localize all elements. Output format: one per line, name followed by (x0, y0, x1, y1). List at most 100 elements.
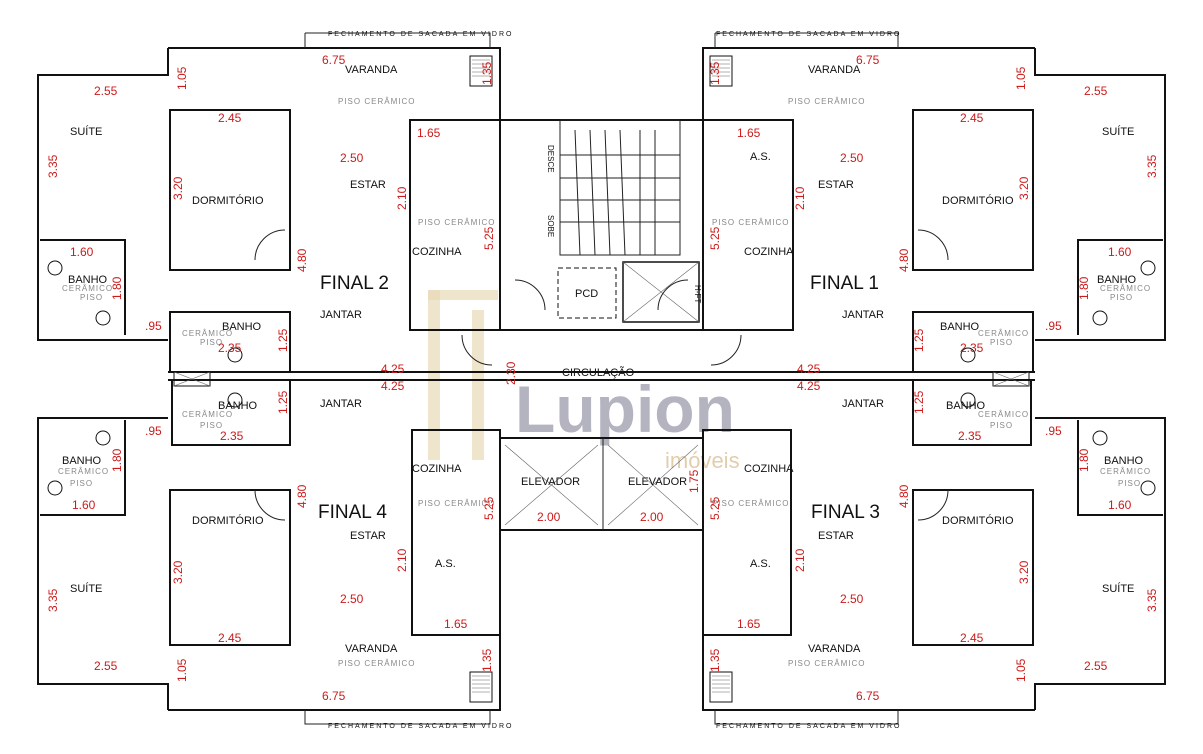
dim-suite-width-tl: 2.55 (94, 84, 118, 98)
dim-corridor-bl: .95 (145, 424, 162, 438)
room-suite-tl: SUÍTE (70, 125, 102, 138)
dim-cozinha-depth-tr: 5.25 (708, 226, 722, 250)
piso-br: PISO CERÂMICO (788, 659, 865, 668)
room-suite-br: SUÍTE (1102, 582, 1134, 595)
room-as-bl: A.S. (435, 558, 456, 570)
dim-dorm-depth-bl: 3.20 (171, 560, 185, 584)
dim-estar-depth-tr: 2.10 (793, 186, 807, 210)
dim-social-depth-br: 1.25 (912, 390, 926, 414)
dim-dorm-depth-tr: 3.20 (1017, 176, 1031, 200)
dim-suite-depth-bl: 3.35 (46, 588, 60, 612)
dim-living-depth-tr: 4.80 (897, 248, 911, 272)
piso-tl: PISO CERÂMICO (338, 97, 415, 106)
dim-social-width-bl: 2.35 (220, 429, 244, 443)
dim-jantar-width-tl: 4.25 (381, 362, 405, 376)
dim-dorm-depth-tl: 3.20 (171, 176, 185, 200)
dim-dorm-depth-br: 3.20 (1017, 560, 1031, 584)
room-banho-suite-br: BANHO (1104, 455, 1144, 467)
room-pcd: PCD (575, 288, 598, 300)
dim-social-depth-tl: 1.25 (276, 328, 290, 352)
watermark-brand: Lupion (515, 372, 735, 446)
dim-estar-depth-bl: 2.10 (395, 548, 409, 572)
dim-varanda-width-bl: 6.75 (322, 689, 346, 703)
dim-varanda-width-tl: 6.75 (322, 53, 346, 67)
unit-title-final-3: FINAL 3 (811, 502, 880, 523)
room-estar-tr: ESTAR (818, 179, 854, 191)
dim-estar-depth-br: 2.10 (793, 548, 807, 572)
dim-suite-depth-tl: 3.35 (46, 154, 60, 178)
dim-as-width-bl: 1.65 (444, 617, 468, 631)
dim-suite-width-bl: 2.55 (94, 659, 118, 673)
dim-jantar-width-tr: 4.25 (797, 362, 821, 376)
floor-notes: PISO CERÂMICO PISO CERÂMICO PISO CERÂMIC… (58, 97, 1151, 668)
room-elevador-1: ELEVADOR (521, 476, 580, 488)
dim-estar-width-tl: 2.50 (340, 151, 364, 165)
piso-social-tl: PISO (200, 338, 223, 347)
room-estar-br: ESTAR (818, 530, 854, 542)
ceramico-social-tl: CERÂMICO (182, 329, 233, 338)
dim-varanda-depth-br: 1.05 (1014, 658, 1028, 682)
dim-banho-depth-tr: 1.80 (1077, 276, 1091, 300)
dim-dorm-width-bl: 2.45 (218, 631, 242, 645)
room-cozinha-tr: COZINHA (744, 246, 794, 258)
piso-tr: PISO CERÂMICO (788, 97, 865, 106)
dim-elevador-1: 2.00 (537, 510, 561, 524)
dim-jantar-width-bl: 4.25 (381, 379, 405, 393)
dim-social-depth-bl: 1.25 (276, 390, 290, 414)
piso-banho-bl: PISO (70, 479, 93, 488)
room-suite-bl: SUÍTE (70, 582, 102, 595)
note-fechamento-bl: FECHAMENTO DE SACADA EM VIDRO (328, 723, 513, 730)
dim-banho-width-tr: 1.60 (1108, 245, 1132, 259)
dim-social-width-tr: 2.35 (960, 341, 984, 355)
dim-banho-depth-br: 1.80 (1077, 448, 1091, 472)
piso-social-bl: PISO (200, 421, 223, 430)
room-jantar-br: JANTAR (842, 398, 884, 410)
dim-dorm-width-tr: 2.45 (960, 111, 984, 125)
room-dormitorio-tr: DORMITÓRIO (942, 194, 1014, 207)
watermark-logo: Lupion imóveis (428, 290, 740, 473)
dim-circulacao: 2.30 (504, 361, 518, 385)
room-varanda-tr: VARANDA (808, 64, 861, 76)
dim-cozinha-depth-tl: 5.25 (482, 226, 496, 250)
dimensions: 6.75 1.05 2.55 3.35 2.45 3.20 2.50 2.10 … (46, 53, 1159, 703)
ceramico-banho-tr: CERÂMICO (1100, 284, 1151, 293)
dim-estar-depth-tl: 2.10 (395, 186, 409, 210)
dim-suite-width-tr: 2.55 (1084, 84, 1108, 98)
room-varanda-tl: VARANDA (345, 64, 398, 76)
room-estar-bl: ESTAR (350, 530, 386, 542)
piso-cozinha-br: PISO CERÂMICO (712, 499, 789, 508)
room-as-tr: A.S. (750, 151, 771, 163)
room-circulacao: CIRCULAÇÃO (562, 366, 635, 379)
dim-as-width-tl: 1.65 (417, 126, 441, 140)
dim-social-depth-tr: 1.25 (912, 328, 926, 352)
dim-varanda-depth-tr: 1.05 (1014, 66, 1028, 90)
room-jantar-tl: JANTAR (320, 309, 362, 321)
room-banho-social-tr: BANHO (940, 321, 980, 333)
dim-elevador-depth: 1.75 (687, 469, 701, 493)
dim-banho-width-bl: 1.60 (72, 498, 96, 512)
ceramico-social-tr: CERÂMICO (978, 329, 1029, 338)
dim-varanda-width-br: 6.75 (856, 689, 880, 703)
dim-living-depth-br: 4.80 (897, 484, 911, 508)
room-banho-social-bl: BANHO (218, 400, 258, 412)
dim-estar-width-br: 2.50 (840, 592, 864, 606)
dim-banho-width-br: 1.60 (1108, 498, 1132, 512)
dim-estar-width-tr: 2.50 (840, 151, 864, 165)
dim-banho-depth-bl: 1.80 (110, 448, 124, 472)
fixtures (47, 55, 1156, 703)
stair-desce: DESCE (546, 145, 555, 173)
balcony-glass-notes: FECHAMENTO DE SACADA EM VIDRO FECHAMENTO… (304, 31, 899, 730)
room-banho-social-tl: BANHO (222, 321, 262, 333)
ceramico-social-bl: CERÂMICO (182, 410, 233, 419)
room-dormitorio-tl: DORMITÓRIO (192, 194, 264, 207)
dim-as-width-br: 1.65 (737, 617, 761, 631)
ceramico-social-br: CERÂMICO (978, 410, 1029, 419)
dim-jantar-width-br: 4.25 (797, 379, 821, 393)
dim-elevador-2: 2.00 (640, 510, 664, 524)
room-elevador-2: ELEVADOR (628, 476, 687, 488)
dim-varanda-depth-tl: 1.05 (175, 66, 189, 90)
room-cozinha-bl: COZINHA (412, 463, 462, 475)
room-as-br: A.S. (750, 558, 771, 570)
piso-social-tr: PISO (990, 338, 1013, 347)
dim-suite-depth-tr: 3.35 (1145, 154, 1159, 178)
